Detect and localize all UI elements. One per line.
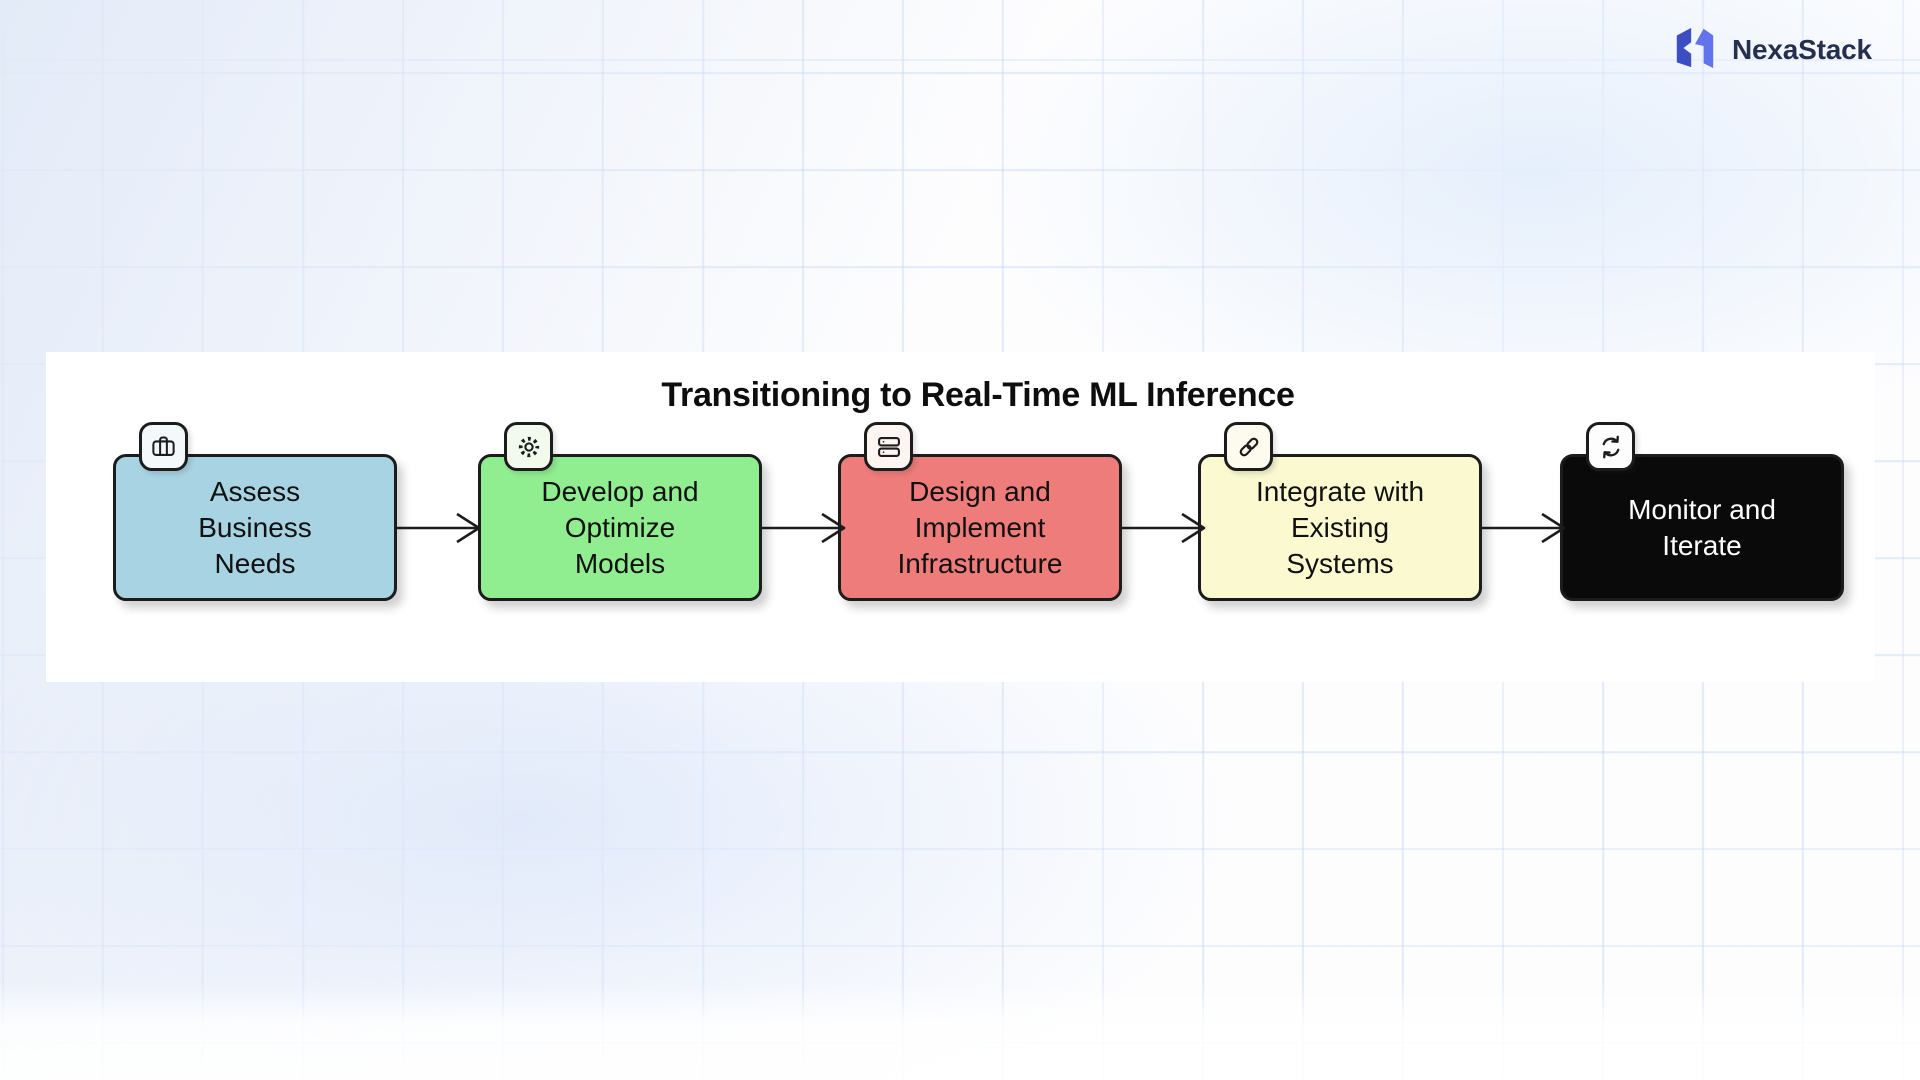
- step-line: Assess: [209, 475, 301, 507]
- step-line: Develop and: [541, 475, 699, 507]
- server-icon: [875, 433, 903, 461]
- badge-assess: [139, 422, 188, 471]
- step-monitor-iterate: Monitor and Iterate: [1560, 454, 1844, 601]
- arrow-design-to-integrate: [1120, 509, 1206, 547]
- nexastack-logo-icon: [1672, 22, 1718, 77]
- arrow-assess-to-develop: [395, 509, 481, 547]
- step-assess-business-needs: Assess Business Needs: [113, 454, 397, 601]
- step-line: Optimize: [564, 511, 676, 543]
- refresh-icon: [1597, 433, 1625, 461]
- arrow-integrate-to-monitor: [1480, 509, 1566, 547]
- badge-develop: [504, 422, 553, 471]
- briefcase-icon: [150, 433, 177, 460]
- step-line: Business: [198, 511, 312, 543]
- gear-icon: [515, 433, 543, 461]
- step-line: Design and: [909, 475, 1051, 507]
- nexastack-logo[interactable]: NexaStack: [1672, 22, 1872, 77]
- step-line: Models: [574, 547, 666, 579]
- nexastack-logo-text: NexaStack: [1732, 33, 1872, 65]
- arrow-develop-to-design: [760, 509, 846, 547]
- step-design-implement-infrastructure: Design and Implement Infrastructure: [838, 454, 1122, 601]
- step-line: Integrate with: [1255, 475, 1425, 507]
- step-line: Systems: [1286, 547, 1394, 579]
- step-develop-optimize-models: Develop and Optimize Models: [478, 454, 762, 601]
- badge-monitor: [1586, 422, 1635, 471]
- step-line: Implement: [914, 511, 1046, 543]
- diagram-title: Transitioning to Real-Time ML Inference: [661, 376, 1295, 414]
- badge-design: [864, 422, 913, 471]
- step-integrate-existing-systems: Integrate with Existing Systems: [1198, 454, 1482, 601]
- badge-integrate: [1224, 422, 1273, 471]
- step-line: Needs: [214, 547, 296, 579]
- step-line: Iterate: [1662, 529, 1742, 561]
- link-icon: [1235, 433, 1263, 461]
- step-line: Monitor and: [1628, 493, 1776, 525]
- step-line: Infrastructure: [897, 547, 1063, 579]
- step-line: Existing: [1290, 511, 1390, 543]
